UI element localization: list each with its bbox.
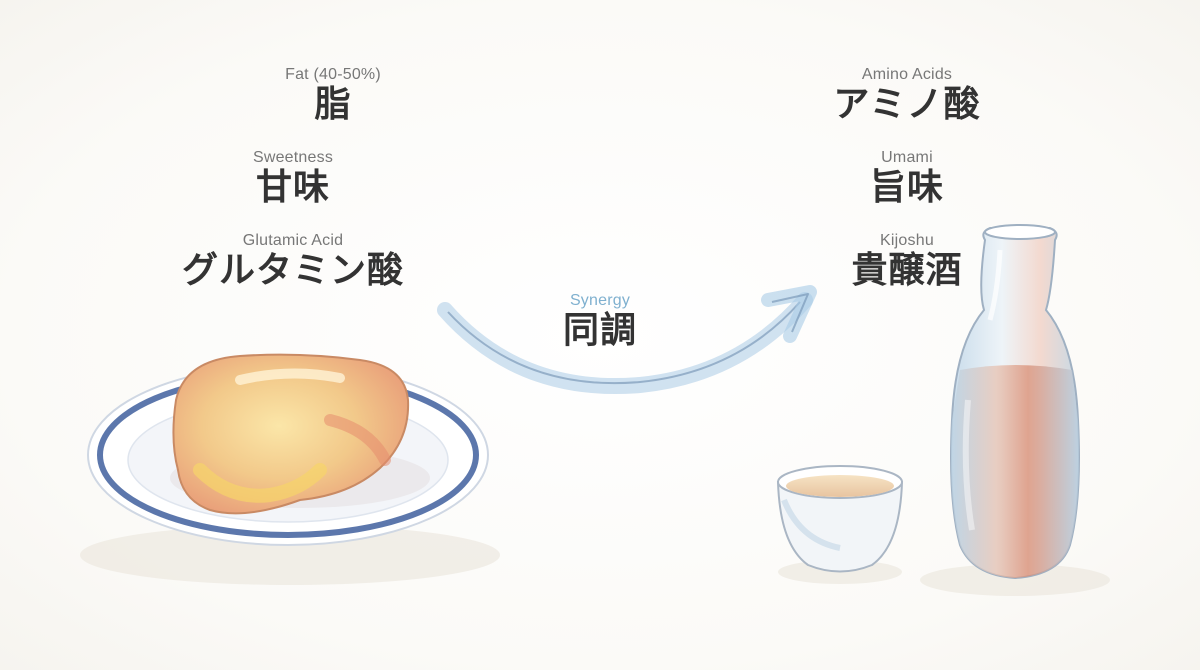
right-term-amino-acids-en: Amino Acids	[861, 66, 953, 83]
left-term-glutamic-acid: Glutamic Acid グルタミン酸	[123, 232, 463, 292]
plate-with-food-illustration	[80, 353, 500, 585]
left-term-fat: Fat (40-50%) 脂	[163, 66, 503, 126]
right-term-kijoshu: Kijoshu 貴醸酒	[737, 232, 1077, 292]
sake-cup-illustration	[776, 465, 904, 584]
right-term-amino-acids: Amino Acids アミノ酸	[737, 66, 1077, 126]
right-term-amino-acids-jp: アミノ酸	[833, 84, 981, 125]
sake-bottle-illustration	[920, 224, 1110, 596]
right-term-umami: Umami 旨味	[737, 149, 1077, 209]
right-term-kijoshu-jp: 貴醸酒	[851, 250, 963, 291]
curved-arrow-icon	[437, 285, 817, 395]
left-term-fat-jp: 脂	[314, 84, 352, 125]
center-term-synergy-jp: 同調	[562, 310, 637, 351]
left-term-glutamic-acid-en: Glutamic Acid	[242, 232, 344, 249]
left-term-glutamic-acid-jp: グルタミン酸	[181, 250, 404, 291]
right-term-kijoshu-en: Kijoshu	[880, 232, 934, 249]
center-term-synergy-en: Synergy	[569, 292, 631, 309]
left-term-sweetness-en: Sweetness	[252, 149, 334, 166]
left-term-sweetness: Sweetness 甘味	[123, 149, 463, 209]
right-term-umami-jp: 旨味	[869, 167, 944, 208]
left-term-fat-en: Fat (40-50%)	[285, 66, 381, 83]
left-term-sweetness-jp: 甘味	[255, 167, 330, 208]
center-term-synergy: Synergy 同調	[430, 292, 770, 352]
right-term-umami-en: Umami	[881, 149, 933, 166]
